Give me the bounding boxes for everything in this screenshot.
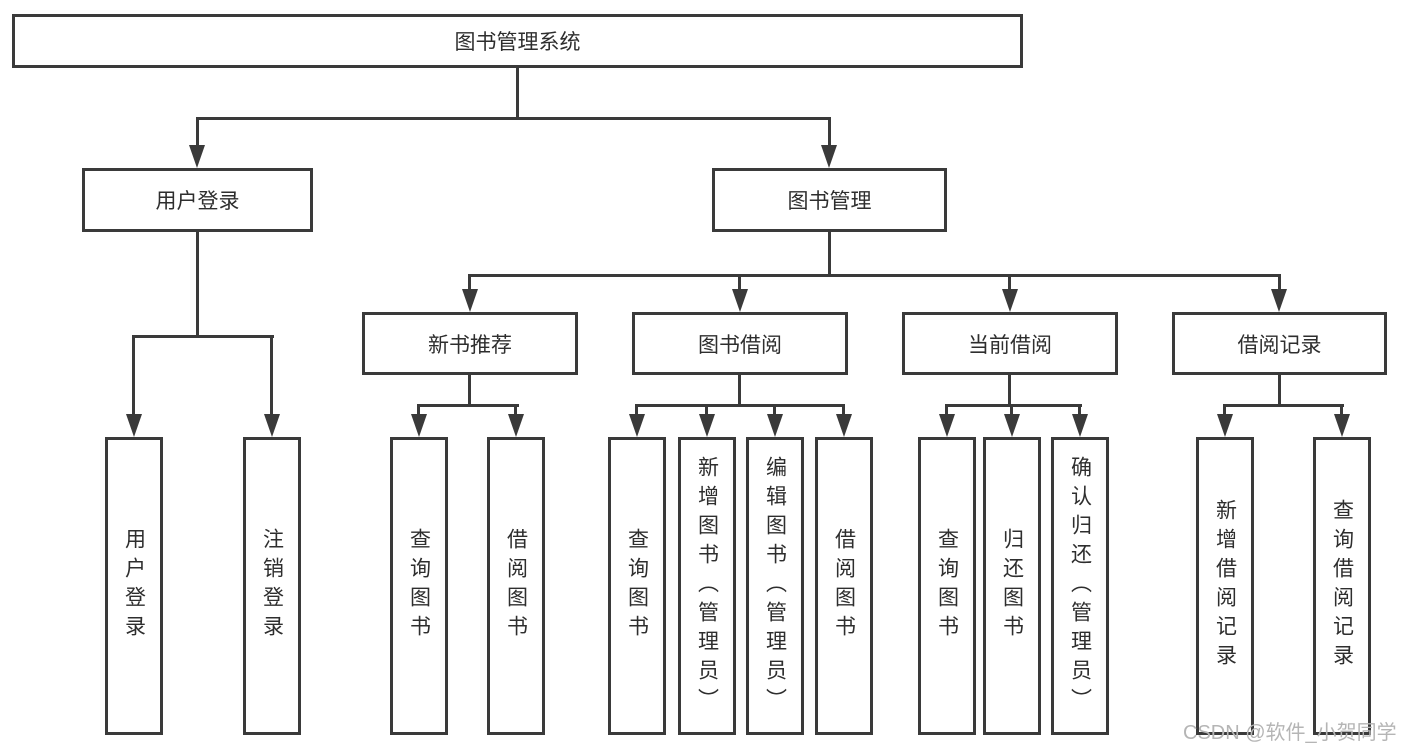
connector-leaf-stem [417, 404, 420, 416]
connector-user-login-stem [196, 117, 199, 149]
connector-user-login-hline [132, 335, 274, 338]
node-label: 图书管理 [787, 190, 872, 213]
arrow-down-icon [836, 414, 852, 437]
node-label: 新增借阅记录 [1213, 499, 1237, 673]
connector-newbook-down [468, 375, 471, 406]
node-label: 查询图书 [935, 528, 959, 644]
node-label: 借阅图书 [504, 528, 528, 644]
connector-level3-stem [468, 274, 471, 292]
arrow-down-icon [264, 414, 280, 437]
arrow-down-icon [821, 145, 837, 168]
node-label: 图书管理系统 [454, 31, 581, 54]
leaf-newbook-query-books: 查询图书 [390, 437, 448, 735]
connector-leaf-stem [1010, 404, 1013, 416]
node-user-login: 用户登录 [82, 168, 313, 232]
arrow-down-icon [126, 414, 142, 437]
connector-borrowing-down [738, 375, 741, 406]
leaf-logout: 注销登录 [243, 437, 301, 735]
arrow-down-icon [1334, 414, 1350, 437]
arrow-down-icon [1072, 414, 1088, 437]
node-current-borrowing: 当前借阅 [902, 312, 1118, 375]
leaf-current-confirm-return-admin: 确认归还（管理员） [1051, 437, 1109, 735]
leaf-borrowing-edit-books-admin: 编辑图书（管理员） [746, 437, 804, 735]
node-label: 新书推荐 [428, 333, 512, 357]
connector-level3-stem [738, 274, 741, 292]
node-label: 用户登录 [155, 190, 240, 213]
connector-leaf-stem [945, 404, 948, 416]
node-book-management: 图书管理 [712, 168, 947, 232]
leaf-current-query-books: 查询图书 [918, 437, 976, 735]
arrow-down-icon [629, 414, 645, 437]
connector-leaf-stem [514, 404, 517, 416]
node-label: 新增图书（管理员） [695, 455, 719, 717]
leaf-current-return-books: 归还图书 [983, 437, 1041, 735]
connector-leaf-stem [635, 404, 638, 416]
arrow-down-icon [767, 414, 783, 437]
arrow-down-icon [699, 414, 715, 437]
connector-current-down [1008, 375, 1011, 406]
connector-user-login-down [196, 232, 199, 338]
connector-level3-hline [468, 274, 1281, 277]
connector-records-down [1278, 375, 1281, 406]
leaf-borrowing-borrow-books: 借阅图书 [815, 437, 873, 735]
leaf-user-login: 用户登录 [105, 437, 163, 735]
node-label: 归还图书 [1000, 528, 1024, 644]
node-label: 借阅记录 [1237, 333, 1322, 357]
arrow-down-icon [1002, 289, 1018, 312]
arrow-down-icon [732, 289, 748, 312]
connector-leaf-stem [1223, 404, 1226, 416]
arrow-down-icon [189, 145, 205, 168]
node-library-system: 图书管理系统 [12, 14, 1023, 68]
connector-leaf-stem [1340, 404, 1343, 416]
connector-leaf-stem [132, 335, 135, 416]
node-label: 借阅图书 [832, 528, 856, 644]
connector-leaf-stem [1078, 404, 1081, 416]
arrow-down-icon [1004, 414, 1020, 437]
node-label: 注销登录 [260, 528, 284, 644]
node-label: 编辑图书（管理员） [763, 455, 787, 717]
connector-leaf-stem [773, 404, 776, 416]
connector-leaf-stem [270, 335, 273, 416]
connector-leaf-stem [842, 404, 845, 416]
node-label: 用户登录 [122, 528, 146, 644]
node-borrowing-records: 借阅记录 [1172, 312, 1387, 375]
arrow-down-icon [1217, 414, 1233, 437]
connector-book-management-stem [828, 117, 831, 149]
node-label: 确认归还（管理员） [1068, 455, 1092, 717]
connector-level3-stem [1278, 274, 1281, 292]
leaf-newbook-borrow-books: 借阅图书 [487, 437, 545, 735]
leaf-records-add-record: 新增借阅记录 [1196, 437, 1254, 735]
node-label: 查询图书 [625, 528, 649, 644]
connector-root-stem [516, 66, 519, 119]
connector-borrowing-hline [635, 404, 845, 407]
node-new-book-recommendation: 新书推荐 [362, 312, 578, 375]
node-label: 查询图书 [407, 528, 431, 644]
connector-newbook-hline [417, 404, 519, 407]
arrow-down-icon [1271, 289, 1287, 312]
arrow-down-icon [462, 289, 478, 312]
node-book-borrowing: 图书借阅 [632, 312, 848, 375]
connector-book-management-down [828, 232, 831, 277]
arrow-down-icon [939, 414, 955, 437]
connector-current-hline [945, 404, 1082, 407]
connector-records-hline [1223, 404, 1344, 407]
connector-level3-stem [1008, 274, 1011, 292]
connector-level2-hline [196, 117, 831, 120]
leaf-records-query-record: 查询借阅记录 [1313, 437, 1371, 735]
node-label: 当前借阅 [968, 333, 1052, 357]
leaf-borrowing-add-books-admin: 新增图书（管理员） [678, 437, 736, 735]
arrow-down-icon [508, 414, 524, 437]
arrow-down-icon [411, 414, 427, 437]
node-label: 图书借阅 [698, 333, 782, 357]
node-label: 查询借阅记录 [1330, 499, 1354, 673]
leaf-borrowing-query-books: 查询图书 [608, 437, 666, 735]
connector-leaf-stem [705, 404, 708, 416]
